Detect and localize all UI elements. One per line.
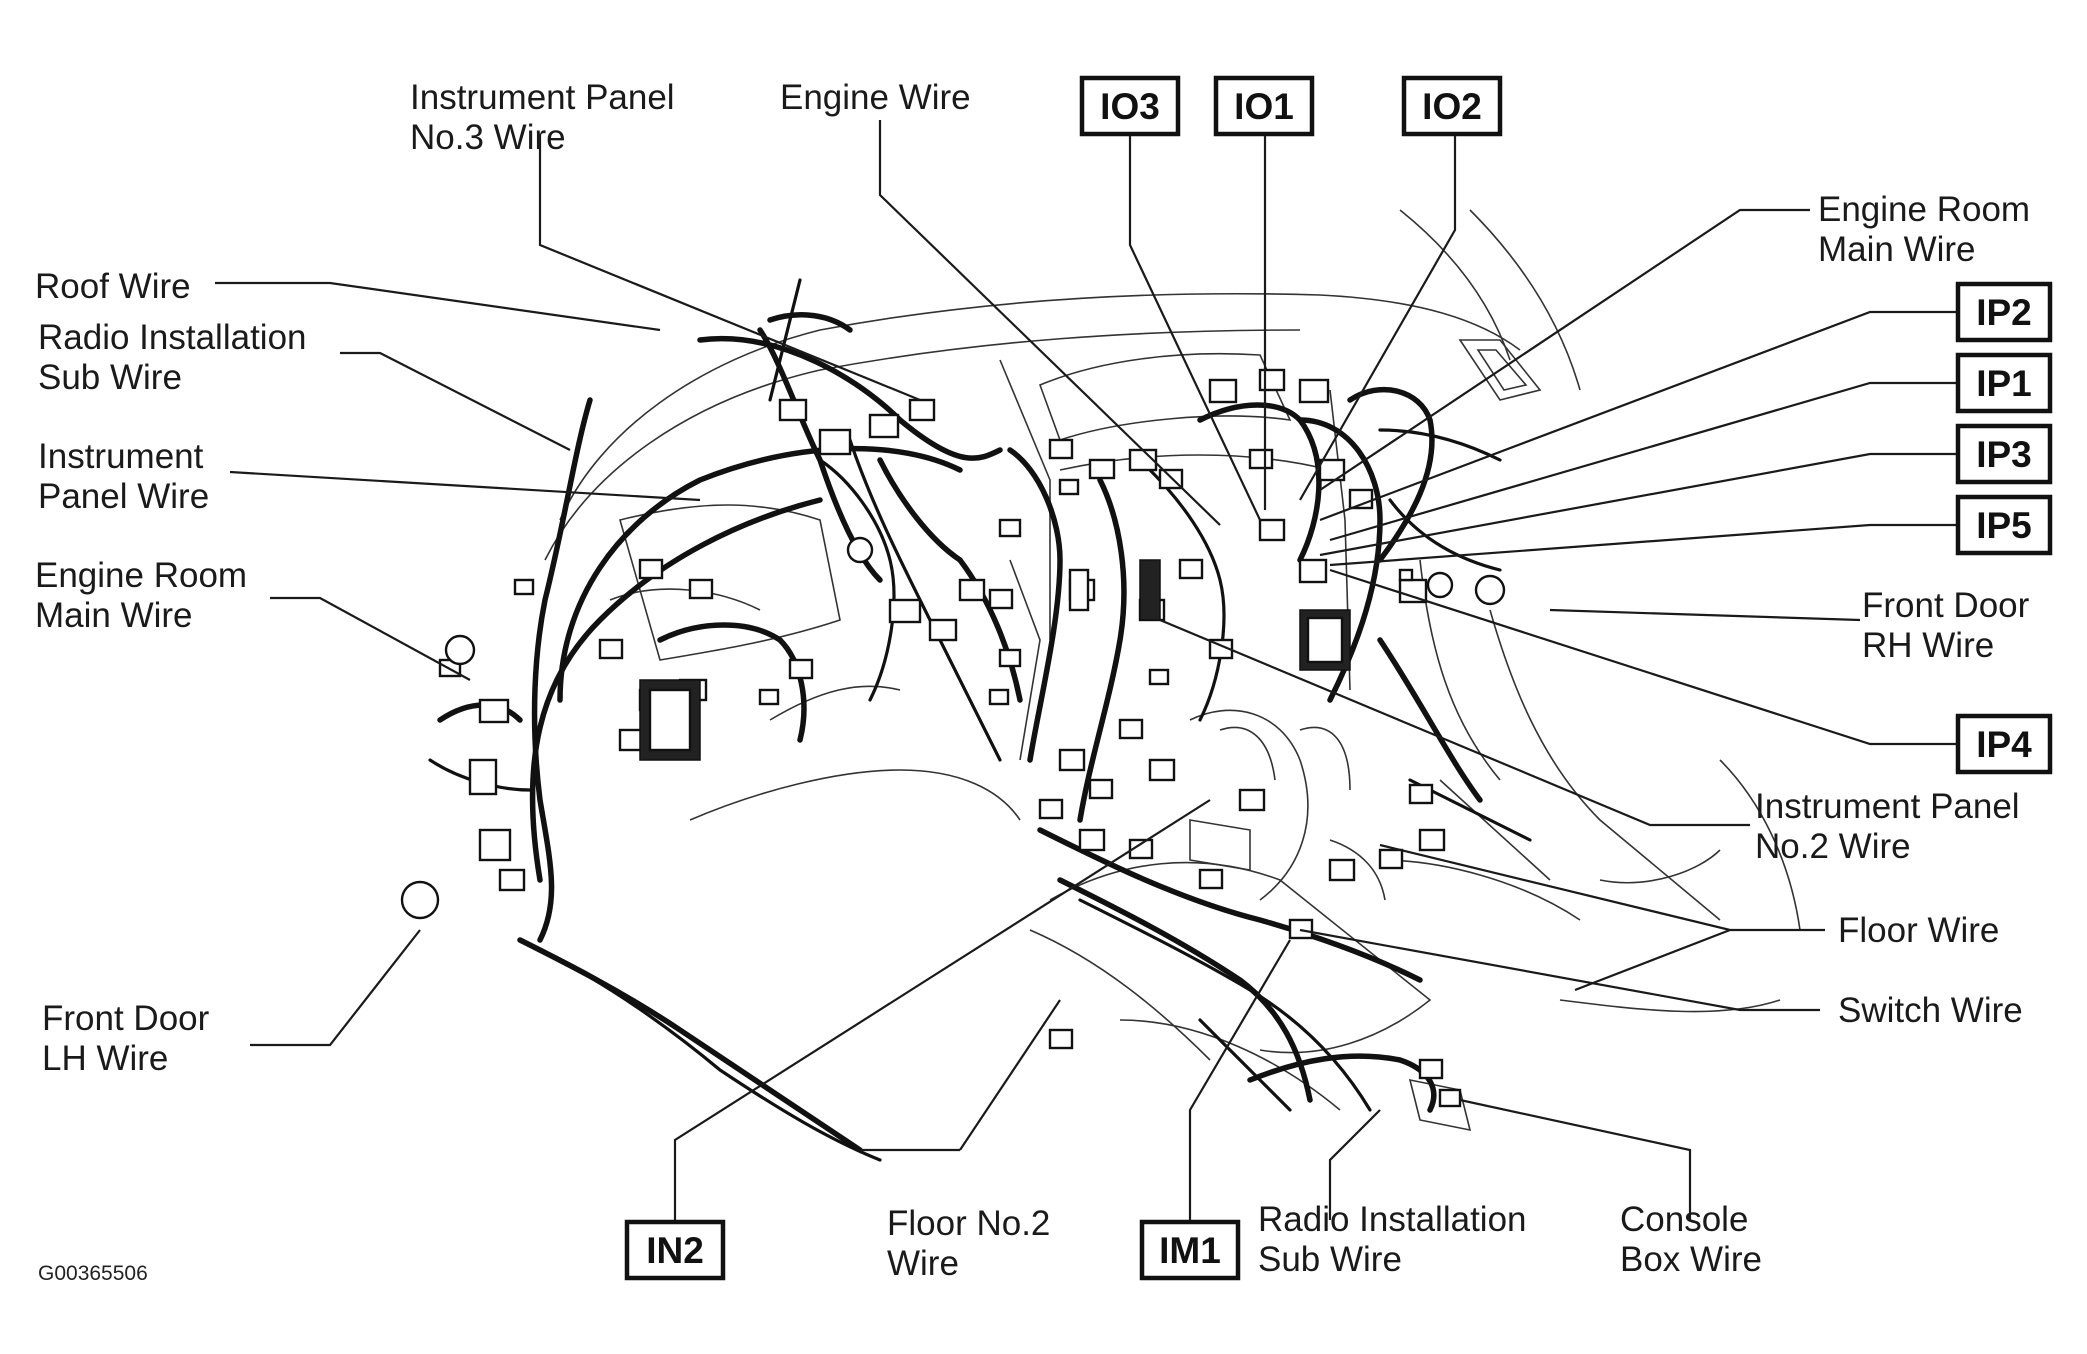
- connector-box-io2: IO2: [1401, 75, 1503, 137]
- harness-wires: [428, 278, 1532, 1162]
- connector-box-ip3: IP3: [1955, 423, 2053, 485]
- svg-text:IP4: IP4: [1976, 724, 2032, 765]
- label-front-door-rh-wire: Front Door RH Wire: [1862, 586, 2039, 665]
- connector-box-io3: IO3: [1079, 75, 1181, 137]
- svg-text:IM1: IM1: [1159, 1230, 1221, 1271]
- label-floor-no2-wire: Floor No.2 Wire: [887, 1204, 1060, 1283]
- connector-box-ip2: IP2: [1955, 281, 2053, 343]
- figure-code: G00365506: [38, 1262, 148, 1285]
- label-instrument-panel-no3-wire: Instrument Panel No.3 Wire: [410, 78, 684, 157]
- harness-connectors: [400, 368, 1506, 1108]
- wire-labels: Instrument Panel No.3 Wire Engine Wire R…: [35, 78, 2040, 1283]
- label-radio-installation-sub-wire-left: Radio Installation Sub Wire: [38, 318, 316, 397]
- connector-box-io1: IO1: [1213, 75, 1315, 137]
- connector-box-ip1: IP1: [1955, 352, 2053, 414]
- label-instrument-panel-no2-wire: Instrument Panel No.2 Wire: [1755, 787, 2029, 866]
- svg-text:IO1: IO1: [1234, 86, 1294, 127]
- connector-box-ip5: IP5: [1955, 494, 2053, 556]
- svg-text:IP5: IP5: [1976, 505, 2032, 546]
- connector-box-in2: IN2: [624, 1219, 726, 1281]
- label-roof-wire: Roof Wire: [35, 267, 191, 306]
- dashboard-outline: [544, 209, 1801, 1132]
- svg-text:IO2: IO2: [1422, 86, 1482, 127]
- connector-box-im1: IM1: [1139, 1219, 1241, 1281]
- label-engine-room-main-wire-left: Engine Room Main Wire: [35, 556, 257, 635]
- svg-text:IN2: IN2: [646, 1230, 704, 1271]
- connector-codes: IO3 IO1 IO2 IP2 IP1 IP3 IP5 IP4: [624, 75, 2053, 1281]
- label-engine-room-main-wire-right: Engine Room Main Wire: [1818, 190, 2040, 269]
- label-engine-wire: Engine Wire: [780, 78, 971, 117]
- label-floor-wire: Floor Wire: [1838, 911, 1999, 950]
- label-console-box-wire: Console Box Wire: [1620, 1200, 1762, 1279]
- svg-text:IP2: IP2: [1976, 292, 2032, 333]
- label-front-door-lh-wire: Front Door LH Wire: [42, 999, 219, 1078]
- leader-lines: [215, 120, 1960, 1250]
- label-instrument-panel-wire: Instrument Panel Wire: [38, 437, 213, 516]
- label-radio-installation-sub-wire-bottom: Radio Installation Sub Wire: [1258, 1200, 1536, 1279]
- svg-text:IP3: IP3: [1976, 434, 2032, 475]
- connector-box-ip4: IP4: [1955, 713, 2053, 775]
- label-switch-wire: Switch Wire: [1838, 991, 2023, 1030]
- svg-text:IP1: IP1: [1976, 363, 2032, 404]
- svg-text:IO3: IO3: [1100, 86, 1160, 127]
